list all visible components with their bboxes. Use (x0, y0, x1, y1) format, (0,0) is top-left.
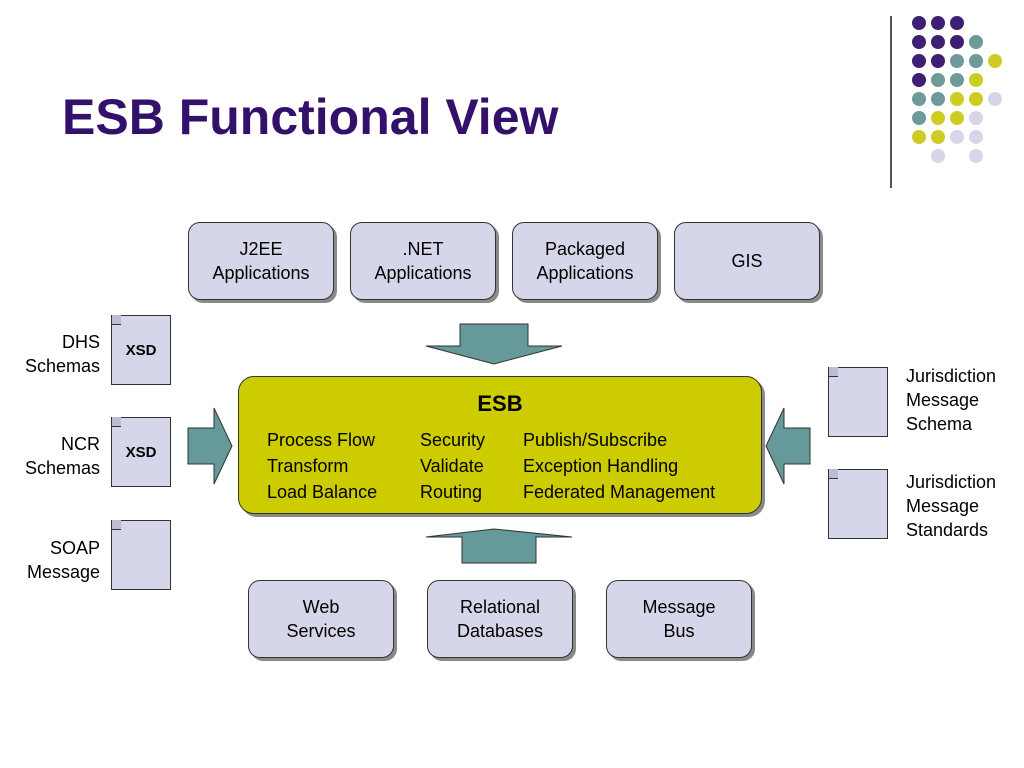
dot-icon (912, 35, 926, 49)
dot-icon (988, 92, 1002, 106)
esb-column-3: Publish/Subscribe Exception Handling Fed… (523, 427, 715, 505)
arrow-left-icon (765, 407, 811, 485)
title-divider (890, 16, 892, 188)
dot-icon (969, 35, 983, 49)
doc-type-label: XSD (125, 341, 157, 359)
box-label: Relational Databases (456, 597, 544, 641)
document-icon (828, 469, 888, 539)
esb-capability: Load Balance (267, 482, 378, 502)
page-fold-icon (828, 469, 838, 479)
box-relational-databases: Relational Databases (427, 580, 573, 658)
esb-capability: Security (420, 430, 486, 450)
dot-icon (969, 92, 983, 106)
dot-icon (931, 16, 945, 30)
box-label: Web Services (286, 597, 356, 641)
doc-label-soap-message: SOAP Message (26, 538, 100, 582)
page-fold-icon (111, 315, 121, 325)
box-message-bus: Message Bus (606, 580, 752, 658)
dot-icon (988, 54, 1002, 68)
doc-type-label: XSD (125, 443, 157, 461)
document-icon (828, 367, 888, 437)
esb-column-1: Process Flow Transform Load Balance (267, 427, 377, 505)
box-web-services: Web Services (248, 580, 394, 658)
dot-icon (969, 130, 983, 144)
dot-icon (931, 35, 945, 49)
dot-icon (912, 92, 926, 106)
box-net-applications: .NET Applications (350, 222, 496, 300)
dot-icon (950, 73, 964, 87)
dot-icon (969, 111, 983, 125)
dot-icon (950, 35, 964, 49)
dot-icon (931, 73, 945, 87)
box-label: Packaged Applications (536, 239, 634, 283)
esb-title: ESB (477, 391, 523, 416)
doc-label-jurisdiction-message-standards: Jurisdiction Message Standards (906, 472, 997, 540)
arrow-up-icon (425, 528, 573, 564)
esb-capability: Federated Management (523, 482, 716, 502)
box-j2ee-applications: J2EE Applications (188, 222, 334, 300)
slide-title: ESB Functional View (62, 89, 559, 145)
arrow-right-icon (187, 407, 233, 485)
page-fold-icon (828, 367, 838, 377)
esb-capability: Publish/Subscribe (523, 430, 668, 450)
dot-icon (912, 16, 926, 30)
esb-column-2: Security Validate Routing (420, 427, 485, 505)
dot-icon (950, 130, 964, 144)
dot-icon (950, 111, 964, 125)
dot-icon (950, 16, 964, 30)
dot-icon (912, 73, 926, 87)
dot-icon (969, 54, 983, 68)
esb-capability: Exception Handling (523, 456, 679, 476)
doc-label-dhs-schemas: DHS Schemas (24, 332, 100, 376)
page-fold-icon (111, 417, 121, 427)
esb-capability: Routing (420, 482, 483, 502)
box-label: J2EE Applications (212, 239, 310, 283)
dot-icon (931, 149, 945, 163)
dot-icon (931, 111, 945, 125)
doc-label-jurisdiction-message-schema: Jurisdiction Message Schema (906, 366, 997, 434)
esb-capability: Transform (267, 456, 349, 476)
dot-icon (931, 92, 945, 106)
page-fold-icon (111, 520, 121, 530)
arrow-down-icon (425, 323, 563, 365)
dot-icon (912, 130, 926, 144)
box-label: .NET Applications (374, 239, 472, 283)
dot-icon (912, 111, 926, 125)
dot-icon (969, 73, 983, 87)
doc-label-ncr-schemas: NCR Schemas (24, 434, 100, 478)
dot-icon (931, 130, 945, 144)
document-icon: XSD (111, 417, 171, 487)
box-gis: GIS (674, 222, 820, 300)
dot-icon (969, 149, 983, 163)
box-packaged-applications: Packaged Applications (512, 222, 658, 300)
dot-icon (950, 92, 964, 106)
dot-icon (912, 54, 926, 68)
document-icon (111, 520, 171, 590)
dot-icon (950, 54, 964, 68)
dot-icon (931, 54, 945, 68)
box-label: Message Bus (642, 597, 716, 641)
esb-box: ESB Process Flow Transform Load Balance … (238, 376, 762, 514)
esb-capability: Process Flow (267, 430, 376, 450)
document-icon: XSD (111, 315, 171, 385)
box-label: GIS (731, 251, 763, 271)
esb-capability: Validate (420, 456, 484, 476)
